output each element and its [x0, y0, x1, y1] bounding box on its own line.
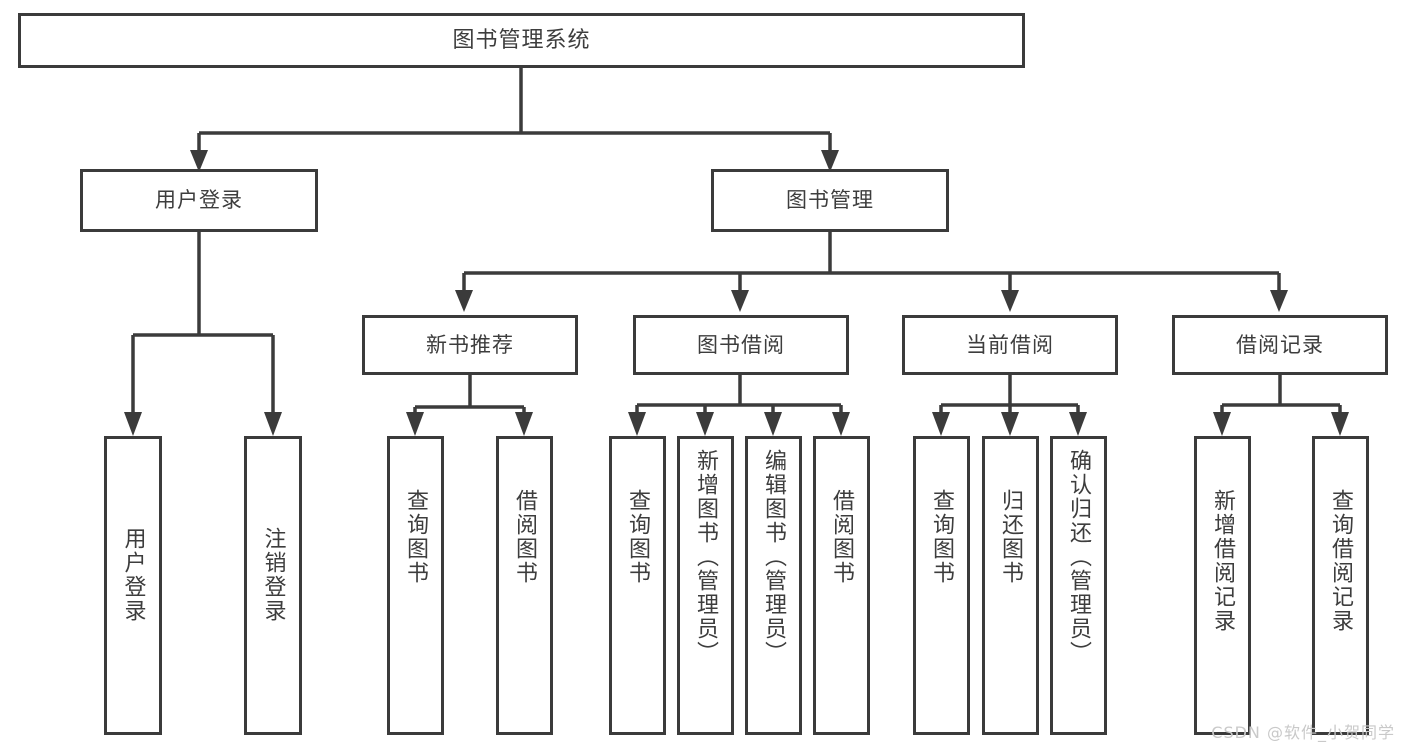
node-label: 确认归还（管理员） — [1066, 449, 1092, 665]
node-label: 查询借阅记录 — [1328, 489, 1354, 633]
node-label: 当前借阅 — [966, 332, 1054, 357]
node-leaf-borrow-book-1[interactable]: 借阅图书 — [496, 436, 553, 735]
node-label: 查询图书 — [625, 489, 651, 585]
node-label: 新增借阅记录 — [1210, 489, 1236, 633]
node-label: 归还图书 — [998, 489, 1024, 585]
node-book-borrow[interactable]: 图书借阅 — [633, 315, 849, 375]
node-leaf-return-book[interactable]: 归还图书 — [982, 436, 1039, 735]
node-leaf-edit-book[interactable]: 编辑图书（管理员） — [745, 436, 802, 735]
node-current-borrow[interactable]: 当前借阅 — [902, 315, 1118, 375]
node-label: 查询图书 — [403, 489, 429, 585]
node-book-management[interactable]: 图书管理 — [711, 169, 949, 232]
node-label: 图书管理系统 — [452, 27, 591, 53]
node-borrow-record[interactable]: 借阅记录 — [1172, 315, 1388, 375]
node-new-book-recommend[interactable]: 新书推荐 — [362, 315, 578, 375]
node-leaf-query-record[interactable]: 查询借阅记录 — [1312, 436, 1369, 735]
node-label: 新增图书（管理员） — [693, 449, 719, 665]
node-label: 用户登录 — [120, 527, 146, 623]
node-label: 借阅图书 — [512, 489, 538, 585]
node-user-login[interactable]: 用户登录 — [80, 169, 318, 232]
node-leaf-query-book-3[interactable]: 查询图书 — [913, 436, 970, 735]
node-label: 注销登录 — [260, 527, 286, 623]
node-leaf-add-record[interactable]: 新增借阅记录 — [1194, 436, 1251, 735]
node-leaf-user-login[interactable]: 用户登录 — [104, 436, 162, 735]
node-label: 借阅图书 — [829, 489, 855, 585]
node-label: 编辑图书（管理员） — [761, 449, 787, 665]
node-leaf-logout[interactable]: 注销登录 — [244, 436, 302, 735]
node-label: 用户登录 — [155, 188, 243, 213]
node-leaf-query-book-1[interactable]: 查询图书 — [387, 436, 444, 735]
node-label: 图书管理 — [786, 188, 874, 213]
node-leaf-query-book-2[interactable]: 查询图书 — [609, 436, 666, 735]
node-leaf-add-book[interactable]: 新增图书（管理员） — [677, 436, 734, 735]
csdn-watermark: CSDN @软件_小贺同学 — [1211, 723, 1395, 742]
node-label: 图书借阅 — [697, 332, 785, 357]
node-label: 查询图书 — [929, 489, 955, 585]
node-leaf-borrow-book-2[interactable]: 借阅图书 — [813, 436, 870, 735]
node-leaf-confirm-return[interactable]: 确认归还（管理员） — [1050, 436, 1107, 735]
node-root-book-management-system[interactable]: 图书管理系统 — [18, 13, 1025, 68]
node-label: 借阅记录 — [1236, 332, 1324, 357]
node-label: 新书推荐 — [426, 332, 514, 357]
